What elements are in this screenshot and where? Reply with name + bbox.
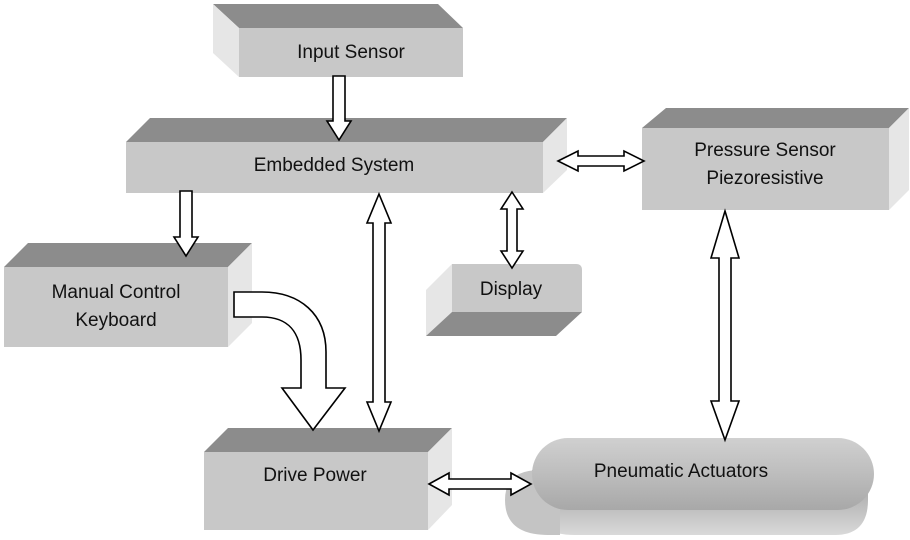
input-sensor-label: Input Sensor (297, 42, 405, 63)
arrow-input-to-embedded (325, 75, 353, 142)
arrow-embedded-display (499, 190, 525, 270)
pressure-sensor-label-line2: Piezoresistive (706, 168, 823, 189)
drive-power-block: Drive Power (204, 428, 452, 530)
arrow-manual-to-drive-curved (233, 291, 347, 432)
drive-power-label: Drive Power (263, 465, 367, 486)
pneumatic-actuators-label: Pneumatic Actuators (594, 461, 768, 482)
arrow-embedded-to-manual (172, 190, 200, 258)
pressure-sensor-label-line1: Pressure Sensor (694, 140, 836, 161)
manual-control-label-line1: Manual Control (52, 282, 181, 303)
pneumatic-actuators-block: Pneumatic Actuators (505, 438, 874, 535)
embedded-system-block: Embedded System (126, 118, 567, 193)
embedded-system-label: Embedded System (254, 155, 415, 176)
pressure-sensor-block: Pressure Sensor Piezoresistive (642, 108, 909, 210)
display-label: Display (480, 279, 543, 300)
arrow-embedded-drive-power (365, 191, 393, 434)
arrow-pressure-pneumatic (709, 208, 741, 443)
manual-control-block: Manual Control Keyboard (4, 243, 252, 347)
manual-control-label-line2: Keyboard (75, 310, 156, 331)
arrow-drive-pneumatic (427, 471, 533, 497)
display-block: Display (426, 264, 582, 336)
arrow-embedded-pressure (556, 149, 646, 173)
input-sensor-block: Input Sensor (213, 4, 463, 77)
